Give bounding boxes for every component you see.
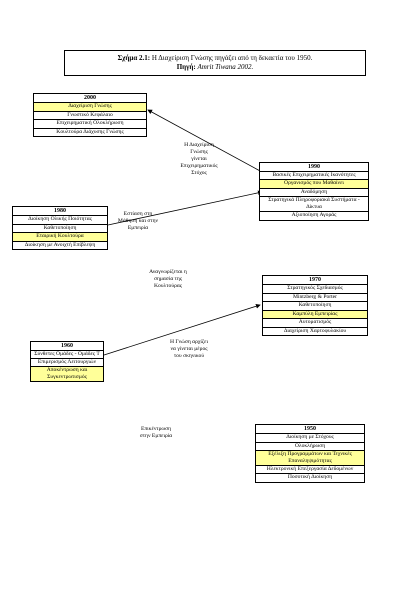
- label-line: Η Γνώση αρχίζει: [169, 339, 209, 345]
- box-item: Αξιοποίηση Αγοράς: [291, 212, 337, 218]
- box-item: Εξέλιξη Προγραμμάτων και Τεχνικές Επαναλ…: [256, 451, 364, 466]
- caption-title: Η Διαχείριση Γνώσης πηγάζει από τη δεκαε…: [150, 54, 313, 62]
- decade-year: 1950: [256, 425, 364, 434]
- decade-box-1960: 1960 Σύνθετες Ομάδες - Ομάδες Τ Επιμερισ…: [30, 341, 104, 382]
- label-line: Επικέντρωση: [140, 426, 172, 432]
- caption-source: Amrit Tiwana 2002.: [195, 63, 254, 71]
- box-item: Στρατηγικά Πληροφοριακά Συστήματα - Δίκτ…: [260, 197, 368, 212]
- label-line: να γίνεται μέρος: [170, 346, 208, 352]
- arrow-1980-to-1990: [107, 190, 263, 226]
- label-line: Μάθηση και στην: [117, 218, 159, 224]
- caption-figure-number: Σχήμα 2.1:: [117, 54, 151, 62]
- label-line: Γνώσης: [190, 149, 208, 155]
- box-item: Καθετοποίηση: [13, 225, 107, 233]
- box-item: Καθετοποίηση: [263, 302, 367, 311]
- label-line: του σκηνικού: [173, 353, 205, 359]
- decade-year: 1970: [263, 276, 367, 285]
- label-line: Επιχειρηματικός: [180, 163, 218, 169]
- figure-caption: Σχήμα 2.1: Η Διαχείριση Γνώσης πηγάζει α…: [64, 50, 366, 76]
- box-item: Σύνθετες Ομάδες - Ομάδες Τ: [31, 351, 103, 359]
- box-item: Διοίκηση με Στόχους: [256, 434, 364, 443]
- decade-year: 2000: [34, 94, 146, 103]
- label-line: Κουλτούρας: [153, 283, 183, 289]
- decade-year: 1980: [13, 207, 107, 216]
- box-item: Βασικές Επιχειρηματικές Ικανότητες: [260, 172, 368, 180]
- box-item: Διοίκηση με Ανοιχτή Επίβλεψη: [24, 241, 96, 248]
- box-item: Καμπύλη Εμπειρίας: [263, 310, 367, 319]
- label-line: Εστίαση στη: [123, 211, 153, 217]
- box-item: Ποσοτική Διοίκηση: [287, 474, 333, 480]
- box-item: Στρατηγικός Σχεδιασμός: [263, 285, 367, 294]
- transition-label-1950-1960: Επικέντρωση στην Εμπειρία: [128, 426, 184, 440]
- decade-box-1970: 1970 Στρατηγικός Σχεδιασμός Mintzberg & …: [262, 275, 368, 336]
- arrow-1990-to-2000: [147, 109, 263, 173]
- decade-box-1990: 1990 Βασικές Επιχειρηματικές Ικανότητες …: [259, 162, 369, 221]
- box-item: Διοίκηση Ολικής Ποιότητας: [13, 216, 107, 225]
- box-item: Οργανισμός που Μαθαίνει: [260, 180, 368, 189]
- box-item: Αυτοματισμός: [263, 319, 367, 328]
- caption-source-label: Πηγή:: [176, 63, 196, 71]
- transition-label-1970-1980: Αναγνωρίζεται η σημασία της Κουλτούρας: [136, 269, 200, 290]
- box-item: Διαχείριση Γνώσης: [34, 103, 146, 112]
- box-item: Επιμερισμός Λειτουργιών: [31, 359, 103, 367]
- box-item: Γνωστικό Κεφάλαιο: [34, 112, 146, 120]
- label-line: Η Διαχείριση: [184, 142, 214, 148]
- box-item: Ηλεκτρονική Επεξεργασία Δεδομένων: [256, 466, 364, 474]
- transition-label-1990-2000: Η Διαχείριση Γνώσης γίνεται Επιχειρηματι…: [168, 142, 230, 177]
- box-item: Αποκέντρωση και Συγκεντρωτισμός: [31, 367, 103, 381]
- decade-box-1950: 1950 Διοίκηση με Στόχους Ολοκλήρωση Εξέλ…: [255, 424, 365, 483]
- decade-box-2000: 2000 Διαχείριση Γνώσης Γνωστικό Κεφάλαιο…: [33, 93, 147, 137]
- label-line: γίνεται: [191, 156, 207, 162]
- box-item: Ολοκλήρωση: [256, 443, 364, 451]
- label-line: στην Εμπειρία: [139, 433, 173, 439]
- box-item: Κουλτούρα Διάχυσης Γνώσης: [56, 128, 124, 135]
- decade-year: 1960: [31, 342, 103, 351]
- box-item: Mintzberg & Porter: [263, 294, 367, 302]
- box-item: Επιχειρηματική Ολοκλήρωση: [34, 120, 146, 129]
- label-line: Στόχος: [191, 170, 207, 176]
- arrow-1960-to-1970: [103, 303, 261, 356]
- transition-label-1980-1990: Εστίαση στη Μάθηση και στην Εμπειρία: [108, 211, 168, 232]
- label-line: σημασία της: [153, 276, 183, 282]
- box-item: Διαχείριση Χαρτοφυλακίου: [283, 327, 347, 334]
- transition-label-1960-1970: Η Γνώση αρχίζει να γίνεται μέρος του σκη…: [156, 339, 222, 360]
- label-line: Εμπειρία: [127, 225, 149, 231]
- decade-year: 1990: [260, 163, 368, 172]
- decade-box-1980: 1980 Διοίκηση Ολικής Ποιότητας Καθετοποί…: [12, 206, 108, 250]
- label-line: Αναγνωρίζεται η: [149, 269, 187, 275]
- box-item: Εταιρική Κουλτούρα: [13, 233, 107, 242]
- box-item: Αναδόμηση: [260, 189, 368, 197]
